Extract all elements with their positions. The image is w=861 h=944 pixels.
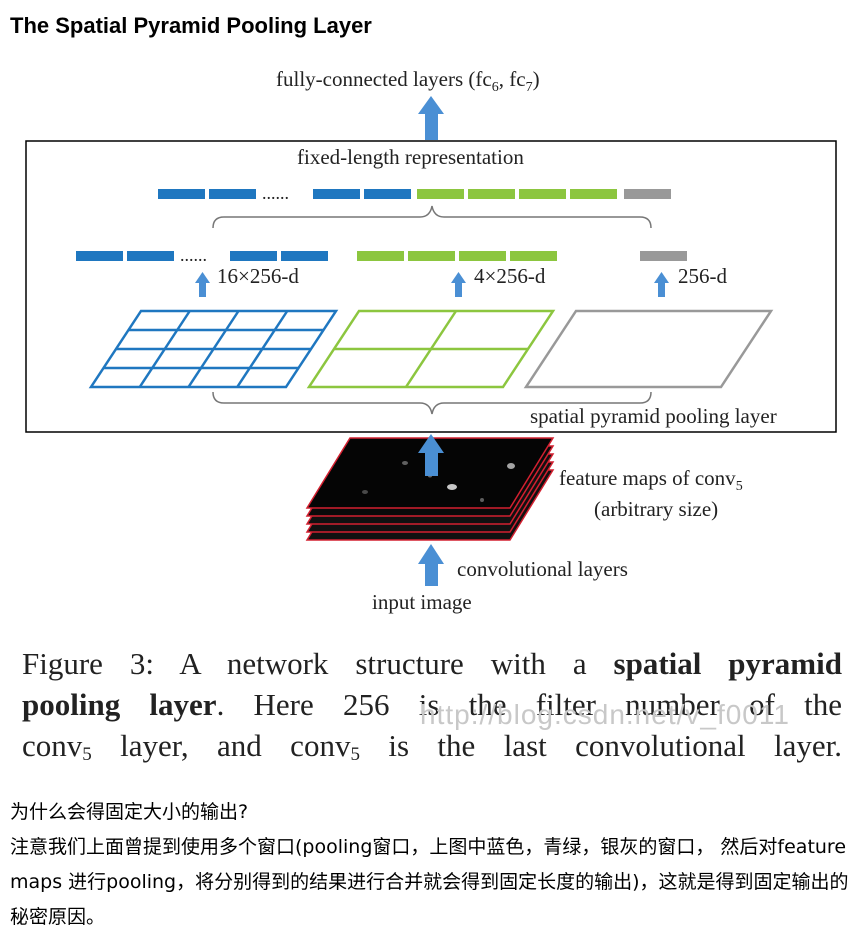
page-title: The Spatial Pyramid Pooling Layer (10, 13, 372, 38)
arrow-up-icon (418, 96, 444, 140)
figure-caption: Figure 3: A network structure with a spa… (22, 643, 842, 766)
dots-1: ...... (262, 183, 289, 203)
arrow-up-icon (654, 272, 669, 297)
caption-line-1: Figure 3: A network structure with a spa… (22, 646, 842, 681)
arrow-up-icon (418, 434, 444, 476)
caption-line-2: pooling layer. Here 256 is the filter nu… (22, 687, 842, 722)
arrow-up-icon (418, 544, 444, 586)
arrow-up-icon (451, 272, 466, 297)
green-bins-bar (357, 251, 557, 261)
fixed-length-label: fixed-length representation (297, 145, 524, 169)
green-2x2-grid (306, 309, 556, 389)
explanation-paragraph: 注意我们上面曾提到使用多个窗口(pooling窗口，上图中蓝色，青绿，银灰的窗口… (10, 836, 849, 928)
spp-figure: fully-connected layers (fc6, fc7) fixed-… (25, 67, 837, 614)
feature-maps-label: feature maps of conv5 (559, 466, 743, 494)
caption-line-3: conv5 layer, and conv5 is the last convo… (22, 728, 843, 765)
dim-1-label: 256-d (678, 264, 727, 288)
dim-4-label: 4×256-d (474, 264, 546, 288)
blue-bins-bar (76, 251, 328, 261)
dots-2: ...... (180, 245, 207, 265)
spp-layer-label: spatial pyramid pooling layer (530, 404, 777, 428)
fc-layers-label: fully-connected layers (fc6, fc7) (276, 67, 540, 95)
arrow-up-icon (195, 272, 210, 297)
gray-bin-bar (640, 251, 687, 261)
conv-layers-label: convolutional layers (457, 557, 628, 581)
input-image-label: input image (372, 590, 472, 614)
question-paragraph: 为什么会得固定大小的输出? (10, 801, 249, 823)
dim-16-label: 16×256-d (217, 264, 299, 288)
brace-bottom (212, 391, 652, 415)
blue-4x4-grid (88, 309, 339, 389)
arbitrary-size-label: (arbitrary size) (594, 497, 718, 521)
gray-1x1-grid (523, 309, 774, 389)
brace-top (212, 205, 652, 229)
article-body: 为什么会得固定大小的输出? 注意我们上面曾提到使用多个窗口(pooling窗口，… (10, 795, 850, 935)
fixed-length-bar (158, 189, 671, 199)
